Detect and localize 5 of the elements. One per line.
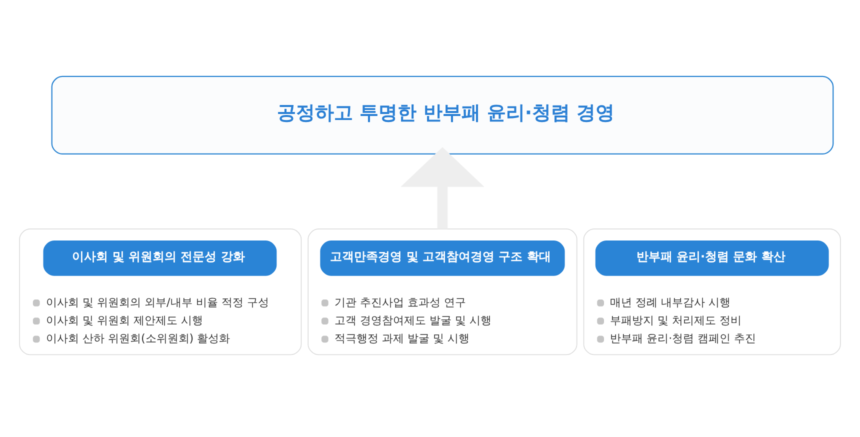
- node-box: 공정하고 투명한 반부패 윤리·청렴 경영: [51, 75, 834, 154]
- node-box: 고객만족경영 및 고객참여경영 구조 확대: [320, 240, 565, 276]
- node-box: 반부패 윤리·청렴 문화 확산: [595, 240, 829, 276]
- node-box: 이사회 및 위원회의 전문성 강화: [43, 240, 277, 276]
- arrow: [400, 146, 484, 228]
